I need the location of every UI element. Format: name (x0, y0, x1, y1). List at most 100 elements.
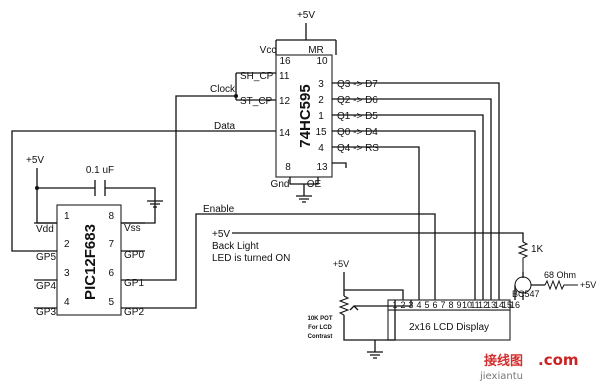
watermark-url: jiexiantu (479, 371, 523, 382)
lcd-pin-header (387, 299, 511, 311)
right-vcc-label: +5V (580, 280, 596, 290)
lcd-pin-number: 6 (432, 300, 437, 310)
enable-label: Enable (203, 204, 235, 215)
backlight-supply: +5V Back Light LED is turned ON 1K (212, 229, 544, 272)
mcu-pin-1: 1 (64, 211, 70, 222)
pot-line3: Contrast (308, 334, 333, 340)
wire-oe (332, 162, 347, 168)
mcu-left-pin-stubs (34, 222, 57, 309)
mcu-pin-6: 6 (108, 268, 114, 279)
lcd-pin-number: 13 (486, 300, 496, 310)
resistor-1k (517, 241, 529, 272)
lcd-pin-number: 14 (494, 300, 504, 310)
mcu-label-gp3: GP3 (36, 307, 56, 318)
sr-gnd-label: Gnd (271, 179, 290, 190)
sr-output-wires (332, 82, 500, 300)
pot-vcc-label: +5V (333, 259, 349, 269)
lcd-pin-number: 7 (440, 300, 445, 310)
top-supply: +5V (275, 10, 337, 55)
backlight-line1: Back Light (212, 241, 259, 252)
sr-out-q4: Q4 -> RS (337, 143, 379, 154)
backlight-line2: LED is turned ON (212, 253, 290, 264)
lcd-pin-number: 10 (462, 300, 472, 310)
sr-ground (289, 177, 319, 203)
clock-label: Clock (210, 84, 236, 95)
sr-out-q2: Q2 -> D6 (337, 95, 378, 106)
sr-pin-mr: 10 (316, 56, 328, 67)
mcu-pin-8: 8 (108, 211, 114, 222)
top-supply-wire (275, 23, 337, 55)
sr-out-q3: Q3 -> D7 (337, 79, 378, 90)
shift-register-body (275, 54, 333, 178)
lcd-body (387, 309, 511, 341)
sr-shcp-label: SH_CP (240, 71, 274, 82)
pot-line1: 10K POT (307, 316, 332, 322)
left-vcc-label: +5V (26, 155, 44, 166)
mcu-pin-5: 5 (108, 297, 114, 308)
wire-q3-d7 (332, 82, 500, 300)
ground-symbol (367, 340, 383, 359)
sr-pin-q2: 2 (318, 95, 324, 106)
backlight-wire (232, 232, 524, 242)
sr-stcp-label: ST_CP (240, 96, 273, 107)
sr-ground-wire (289, 177, 319, 196)
mcu-pin-4: 4 (64, 297, 70, 308)
watermark-cn: 接线图 (484, 353, 523, 369)
sr-out-q1: Q1 -> D5 (337, 111, 378, 122)
contrast-pot: +5V 10K POT For LCD Contrast (307, 259, 412, 359)
shift-register-74hc595: 74HC595 Vcc MR 16 10 8 13 Gnd OE SH_CP S… (240, 45, 379, 190)
wire-q0-d4 (332, 130, 476, 300)
transistor-label: BC547 (512, 289, 540, 299)
mcu-supply-and-cap: +5V 0.1 uF (26, 155, 163, 224)
mcu-pic12f683: PIC12F683 1 2 3 4 Vdd GP5 GP4 GP3 8 7 6 … (34, 204, 145, 318)
sr-pin-stcp: 12 (279, 96, 291, 107)
sr-pin-gnd: 8 (285, 162, 291, 173)
mcu-pin-3: 3 (64, 268, 70, 279)
data-label: Data (214, 121, 236, 132)
sr-pin-vcc: 16 (279, 56, 291, 67)
ground-symbol (296, 195, 312, 203)
junction-dot (234, 94, 238, 98)
mcu-label-gp5: GP5 (36, 252, 56, 263)
transistor-wires (514, 272, 545, 300)
resistor-68ohm-label: 68 Ohm (544, 270, 576, 280)
mcu-name: PIC12F683 (82, 224, 99, 300)
data-wire (11, 130, 276, 252)
mcu-label-vdd: Vdd (36, 224, 54, 235)
watermark-com: .com (538, 351, 579, 369)
enable-wire (145, 213, 436, 309)
lcd-pin-number: 5 (424, 300, 429, 310)
lcd-pin-number: 16 (510, 300, 520, 310)
sr-pin-q1: 1 (318, 111, 324, 122)
resistor-68ohm (544, 279, 578, 291)
cap-wires (36, 168, 156, 224)
watermark: 接线图 .com jiexiantu (479, 351, 579, 382)
enable-signal: Enable (145, 204, 436, 309)
shift-register-name: 74HC595 (297, 84, 314, 147)
wire-q1-d5 (332, 114, 484, 300)
lcd-name: 2x16 LCD Display (409, 322, 489, 333)
lcd-pin-number: 8 (448, 300, 453, 310)
mcu-right-pin-stubs (121, 222, 145, 309)
clock-signal: Clock (145, 72, 276, 281)
pot-wires (343, 289, 412, 341)
lcd-pin-number: 11 (470, 300, 479, 310)
mcu-label-gp1: GP1 (124, 278, 144, 289)
mcu-pin-7: 7 (108, 239, 114, 250)
sr-mr-label: MR (308, 45, 324, 56)
sr-out-q0: Q0 -> D4 (337, 127, 378, 138)
lcd-pin-number: 9 (456, 300, 461, 310)
lcd-pin-number: 12 (478, 300, 488, 310)
potentiometer-symbol (338, 295, 350, 316)
junction-dot (35, 186, 39, 190)
backlight-vcc: +5V (212, 229, 230, 240)
sr-pin-oe: 13 (316, 162, 328, 173)
lcd-pin-number: 2 (400, 300, 405, 310)
ground-symbol (147, 200, 163, 208)
mcu-pin-2: 2 (64, 239, 70, 250)
mcu-label-gp4: GP4 (36, 281, 56, 292)
wire-q4-rs (332, 146, 420, 300)
mcu-body (56, 204, 122, 316)
